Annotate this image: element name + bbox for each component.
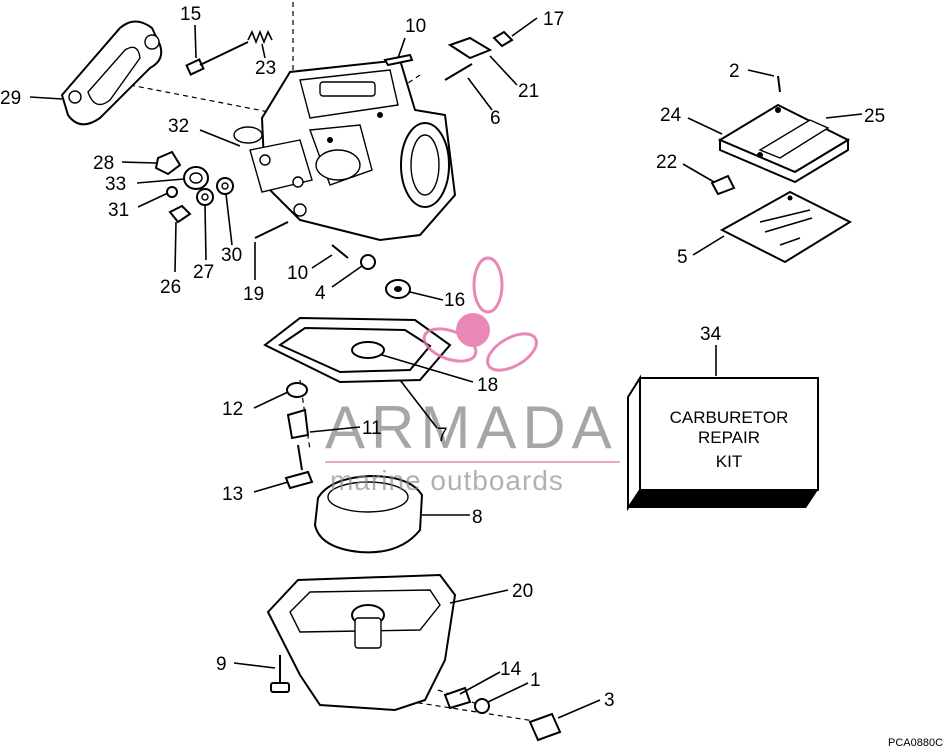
- part-23-spring: [247, 29, 273, 45]
- callout-13: 13: [222, 484, 243, 505]
- part-8-float: [313, 474, 424, 554]
- callout-9: 9: [216, 654, 227, 675]
- callout-7: 7: [437, 425, 448, 446]
- callout-12: 12: [222, 399, 243, 420]
- part-2-screw: [777, 75, 781, 93]
- kit-label-line2: REPAIR: [698, 428, 760, 447]
- callout-18: 18: [477, 375, 498, 396]
- callout-17: 17: [543, 9, 564, 30]
- callout-31: 31: [108, 200, 129, 221]
- callout-8: 8: [472, 507, 483, 528]
- callout-30: 30: [221, 245, 242, 266]
- carburetor-body: [233, 58, 457, 242]
- callout-21: 21: [518, 81, 539, 102]
- callout-28: 28: [93, 153, 114, 174]
- callout-6: 6: [490, 108, 501, 129]
- callout-15: 15: [180, 4, 201, 25]
- callout-10-top: 10: [405, 16, 426, 37]
- part-24-cover: [717, 103, 851, 184]
- callout-20: 20: [512, 581, 533, 602]
- callout-25: 25: [864, 106, 885, 127]
- callout-14: 14: [500, 659, 522, 680]
- leader-lines: [29, 17, 863, 719]
- callout-33: 33: [105, 174, 126, 195]
- callout-16: 16: [444, 290, 465, 311]
- callout-24: 24: [660, 105, 682, 126]
- part-7-18-gasket: [263, 316, 452, 384]
- armada-watermark: ARMADA marine outboards: [325, 256, 620, 496]
- part-22-fitting: [710, 174, 736, 196]
- watermark-brand: ARMADA: [325, 394, 618, 461]
- callout-4: 4: [315, 283, 326, 304]
- small-parts-top: [383, 30, 514, 81]
- part-15-screw: [185, 41, 249, 76]
- drawing-code: PCA0880C: [888, 737, 943, 749]
- callout-27: 27: [193, 262, 214, 283]
- repair-kit-box: CARBURETOR REPAIR KIT: [627, 374, 819, 512]
- kit-label-line1: CARBURETOR: [670, 408, 789, 427]
- callout-32: 32: [168, 116, 189, 137]
- part-20-float-bowl: [266, 573, 457, 712]
- callout-22: 22: [656, 152, 677, 173]
- part-5-diaphragm: [719, 190, 853, 264]
- watermark-tagline: marine outboards: [330, 465, 564, 496]
- callout-10-bottom: 10: [287, 263, 308, 284]
- small-parts-left: [154, 150, 411, 299]
- small-parts-bottom: [270, 655, 562, 742]
- callout-11: 11: [362, 418, 382, 439]
- callout-1: 1: [530, 670, 541, 691]
- part-29-gasket: [60, 20, 163, 126]
- callout-29: 29: [0, 88, 21, 109]
- callout-numbers: 29 15 23 10 17 21 6 32 28 33 31 26 27 30…: [0, 4, 885, 711]
- callout-23: 23: [255, 58, 276, 79]
- callout-34: 34: [700, 324, 722, 345]
- callout-2: 2: [729, 61, 740, 82]
- callout-26: 26: [160, 277, 181, 298]
- float-parts: [284, 382, 314, 490]
- callout-19: 19: [243, 284, 264, 305]
- callout-3: 3: [604, 690, 615, 711]
- callout-5: 5: [677, 247, 688, 268]
- kit-label-line3: KIT: [716, 452, 742, 471]
- propeller-logo-icon: [422, 256, 538, 372]
